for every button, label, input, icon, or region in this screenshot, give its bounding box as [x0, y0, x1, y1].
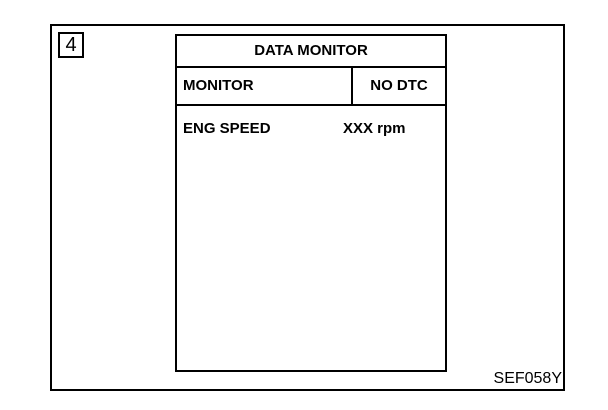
dtc-status-label: NO DTC: [370, 77, 428, 94]
monitor-item-row: ENG SPEED XXX rpm: [177, 118, 445, 140]
screen-title: DATA MONITOR: [177, 36, 445, 68]
monitor-header-label: MONITOR: [183, 77, 254, 94]
consult-screen: DATA MONITOR MONITOR NO DTC ENG SPEED XX…: [175, 34, 447, 372]
header-divider: [351, 68, 353, 104]
monitor-item-value: XXX rpm: [343, 120, 406, 137]
figure-reference-code: SEF058Y: [493, 370, 562, 387]
monitor-item-name: ENG SPEED: [183, 120, 271, 137]
figure-frame: [50, 24, 565, 391]
monitor-header-row: MONITOR NO DTC: [177, 68, 445, 106]
step-number-badge: 4: [58, 32, 84, 58]
